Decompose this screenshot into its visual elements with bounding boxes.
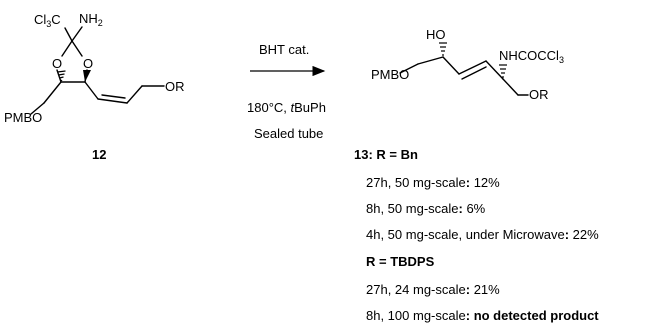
bond-ch2-choh [417, 56, 444, 65]
bond-c6-c7-double [101, 94, 126, 99]
compound-number-12: 12 [92, 147, 107, 162]
results-header-bn: 13: R = Bn [354, 147, 418, 162]
product-structure [399, 56, 529, 96]
hash-bond-oh [439, 42, 447, 56]
reactant-structure [30, 26, 165, 115]
label-pmbo-product: PMBO [371, 67, 410, 82]
bond-c-ccl3 [64, 27, 73, 42]
bond-ch2-o [30, 102, 45, 115]
hash-bond-c4 [57, 70, 66, 82]
bond-c5-c6 [84, 81, 99, 100]
result-row: 8h, 100 mg-scale: no detected product [366, 308, 599, 323]
result-row: 8h, 50 mg-scale: 6% [366, 201, 486, 216]
result-row: 4h, 50 mg-scale, under Microwave: 22% [366, 227, 599, 242]
bond-c7-c8 [126, 85, 143, 104]
label-pmbo-reactant: PMBO [4, 110, 43, 125]
label-ccl3: Cl3C [34, 12, 61, 29]
results-header-tbdps: R = TBDPS [366, 254, 435, 269]
label-o-left: O [52, 56, 63, 71]
bond-c-nh2 [71, 26, 83, 42]
bond-c4-ch2 [43, 81, 62, 104]
wedge-bond-c5 [83, 70, 91, 82]
condition-catalyst: BHT cat. [259, 42, 310, 57]
label-ho: HO [426, 27, 446, 42]
bond-chn-ch2 [502, 78, 519, 96]
label-or-reactant: OR [165, 79, 185, 94]
label-nhcoccl3: NHCOCCl3 [499, 48, 564, 65]
bond-alkene [458, 60, 487, 75]
bond-choh-ch [442, 56, 460, 75]
bond-c-o-right [71, 40, 83, 57]
bond-c6-c7 [97, 98, 128, 104]
bond-alkene-double [461, 66, 487, 80]
condition-vessel: Sealed tube [254, 126, 324, 141]
condition-temperature-solvent: 180°C, tBuPh [247, 100, 326, 115]
bond-pmbo-ch2 [399, 63, 419, 74]
result-row: 27h, 24 mg-scale: 21% [366, 282, 500, 297]
hash-bond-nh [499, 64, 507, 78]
label-or-product: OR [529, 87, 549, 102]
result-row: 27h, 50 mg-scale: 12% [366, 175, 500, 190]
label-nh2: NH2 [79, 11, 103, 28]
bond-c-o-left [61, 40, 73, 57]
label-o-right: O [83, 56, 94, 71]
bond-ch-chn [485, 60, 504, 80]
